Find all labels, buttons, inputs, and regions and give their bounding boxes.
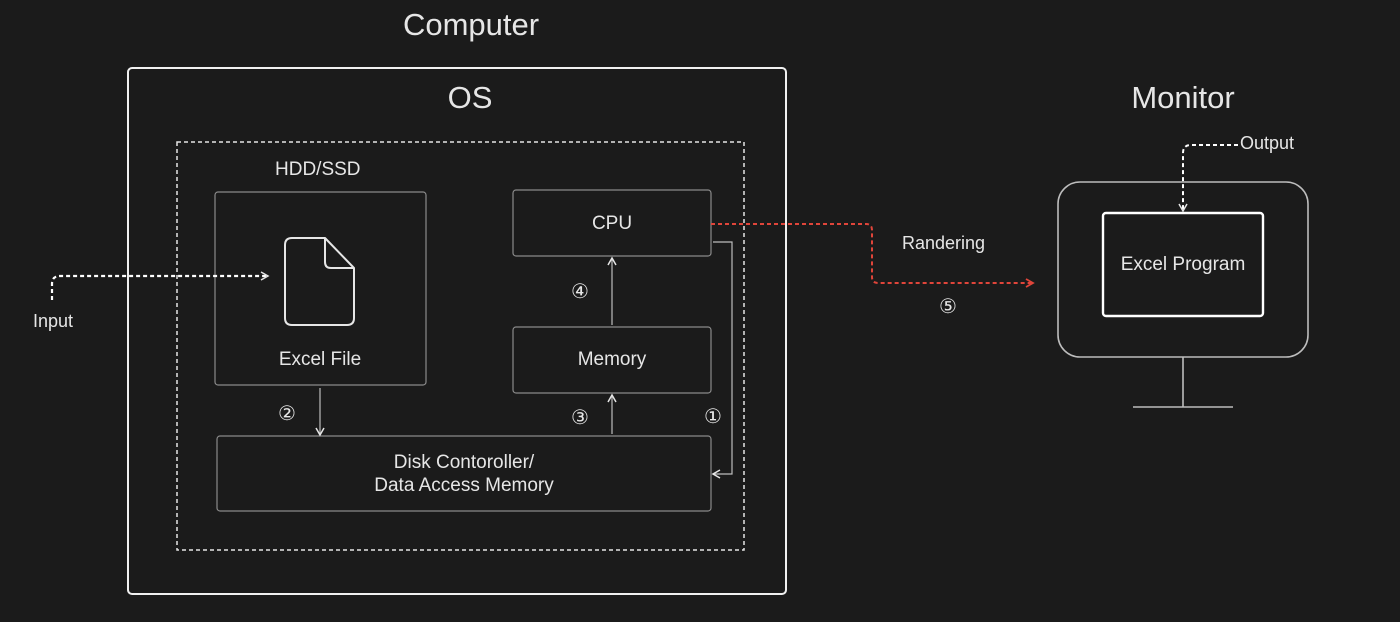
memory-box — [512, 326, 712, 394]
disk-controller-box — [216, 435, 712, 512]
monitor-screen — [1101, 211, 1265, 318]
step-5-marker: ⑤ — [939, 296, 957, 318]
step-1-marker: ① — [704, 406, 722, 428]
monitor-title: Monitor — [1131, 80, 1235, 115]
computer-box — [127, 67, 787, 595]
storage-label: HDD/SSD — [275, 159, 361, 180]
os-box — [176, 141, 745, 551]
storage-box — [214, 191, 427, 386]
step-4-marker: ④ — [571, 281, 589, 303]
rendering-arrow — [711, 223, 1035, 288]
file-icon — [284, 237, 355, 326]
step-2-marker: ② — [278, 403, 296, 425]
os-title: OS — [447, 80, 493, 115]
disk-controller-label-line1: Disk Contoroller/ — [393, 452, 535, 473]
monitor-screen-label: Excel Program — [1120, 254, 1246, 275]
computer-title: Computer — [402, 7, 540, 42]
arrow-cpu-to-controller — [711, 241, 733, 479]
output-arrow — [1178, 144, 1238, 213]
step-3-marker: ③ — [571, 407, 589, 429]
cpu-label: CPU — [591, 213, 633, 234]
output-label: Output — [1240, 133, 1295, 153]
input-arrow — [50, 271, 270, 300]
input-label: Input — [33, 311, 74, 331]
file-label: Excel File — [278, 349, 362, 370]
memory-label: Memory — [577, 349, 647, 370]
rendering-label: Randering — [902, 233, 986, 253]
disk-controller-label-line2: Data Access Memory — [374, 475, 554, 496]
